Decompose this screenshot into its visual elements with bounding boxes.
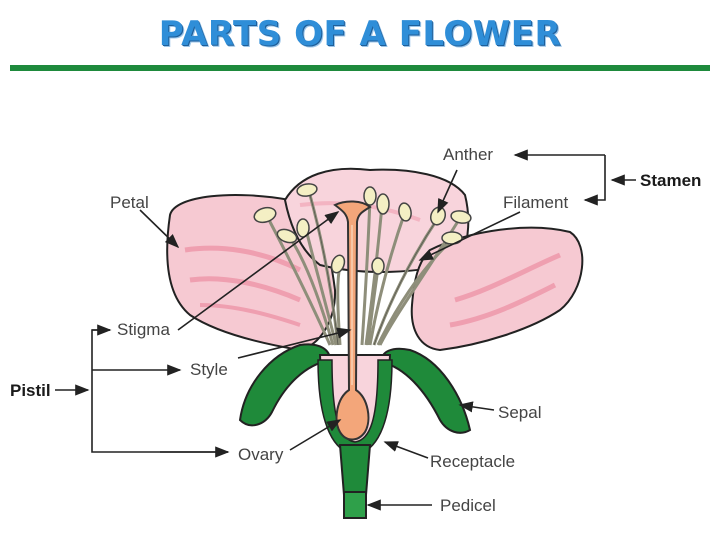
label-filament: Filament	[503, 193, 568, 212]
title-divider	[10, 65, 710, 71]
label-sepal: Sepal	[498, 403, 541, 422]
label-style: Style	[190, 360, 228, 379]
label-ovary: Ovary	[238, 445, 284, 464]
label-petal: Petal	[110, 193, 149, 212]
leader-lines	[55, 149, 636, 511]
label-receptacle: Receptacle	[430, 452, 515, 471]
label-pistil: Pistil	[10, 381, 51, 400]
label-stamen: Stamen	[640, 171, 701, 190]
page-title: PARTS OF A FLOWER	[158, 14, 562, 54]
pedicel-stem	[338, 444, 372, 519]
label-anther: Anther	[443, 145, 493, 164]
label-stigma: Stigma	[117, 320, 170, 339]
label-pedicel: Pedicel	[440, 496, 496, 515]
pistil-shape	[333, 200, 372, 441]
